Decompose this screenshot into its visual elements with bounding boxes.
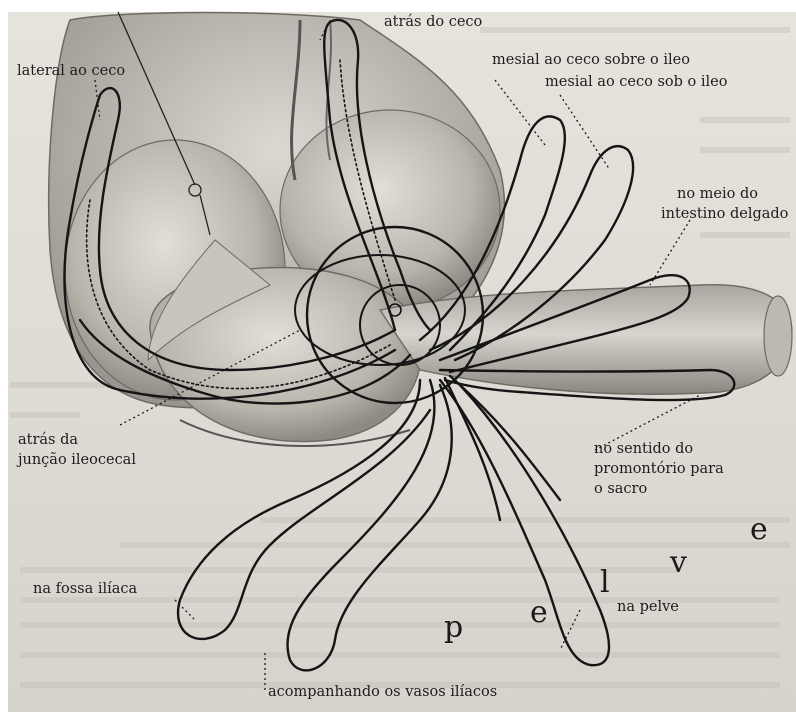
label-mesial-sobre-ileo: mesial ao ceco sobre o ileo bbox=[492, 51, 690, 69]
label-meio-intestino-1: no meio do bbox=[677, 185, 758, 203]
label-vasos-iliacos: acompanhando os vasos ilíacos bbox=[268, 683, 497, 701]
label-meio-intestino-2: intestino delgado bbox=[661, 205, 788, 223]
pelve-letter-v: v bbox=[670, 545, 687, 580]
label-promontorio-3: o sacro bbox=[594, 480, 647, 498]
label-atras-juncao-2: junção ileocecal bbox=[18, 451, 136, 469]
label-na-pelve: na pelve bbox=[617, 598, 679, 616]
pelve-letter-l: l bbox=[600, 565, 610, 600]
label-atras-juncao-1: atrás da bbox=[18, 431, 78, 449]
label-fossa-iliaca: na fossa ilíaca bbox=[33, 580, 137, 598]
label-promontorio-2: promontório para bbox=[594, 460, 724, 478]
pelve-letter-e: e bbox=[530, 595, 548, 630]
pelve-letter-e2: e bbox=[750, 512, 768, 547]
ileum-end bbox=[764, 296, 792, 376]
label-mesial-sob-ileo: mesial ao ceco sob o ileo bbox=[545, 73, 727, 91]
label-lateral-ao-ceco: lateral ao ceco bbox=[17, 62, 125, 80]
label-promontorio-1: no sentido do bbox=[594, 440, 693, 458]
label-atras-do-ceco: atrás do ceco bbox=[384, 13, 482, 31]
pelve-letter-p: p bbox=[444, 610, 463, 645]
